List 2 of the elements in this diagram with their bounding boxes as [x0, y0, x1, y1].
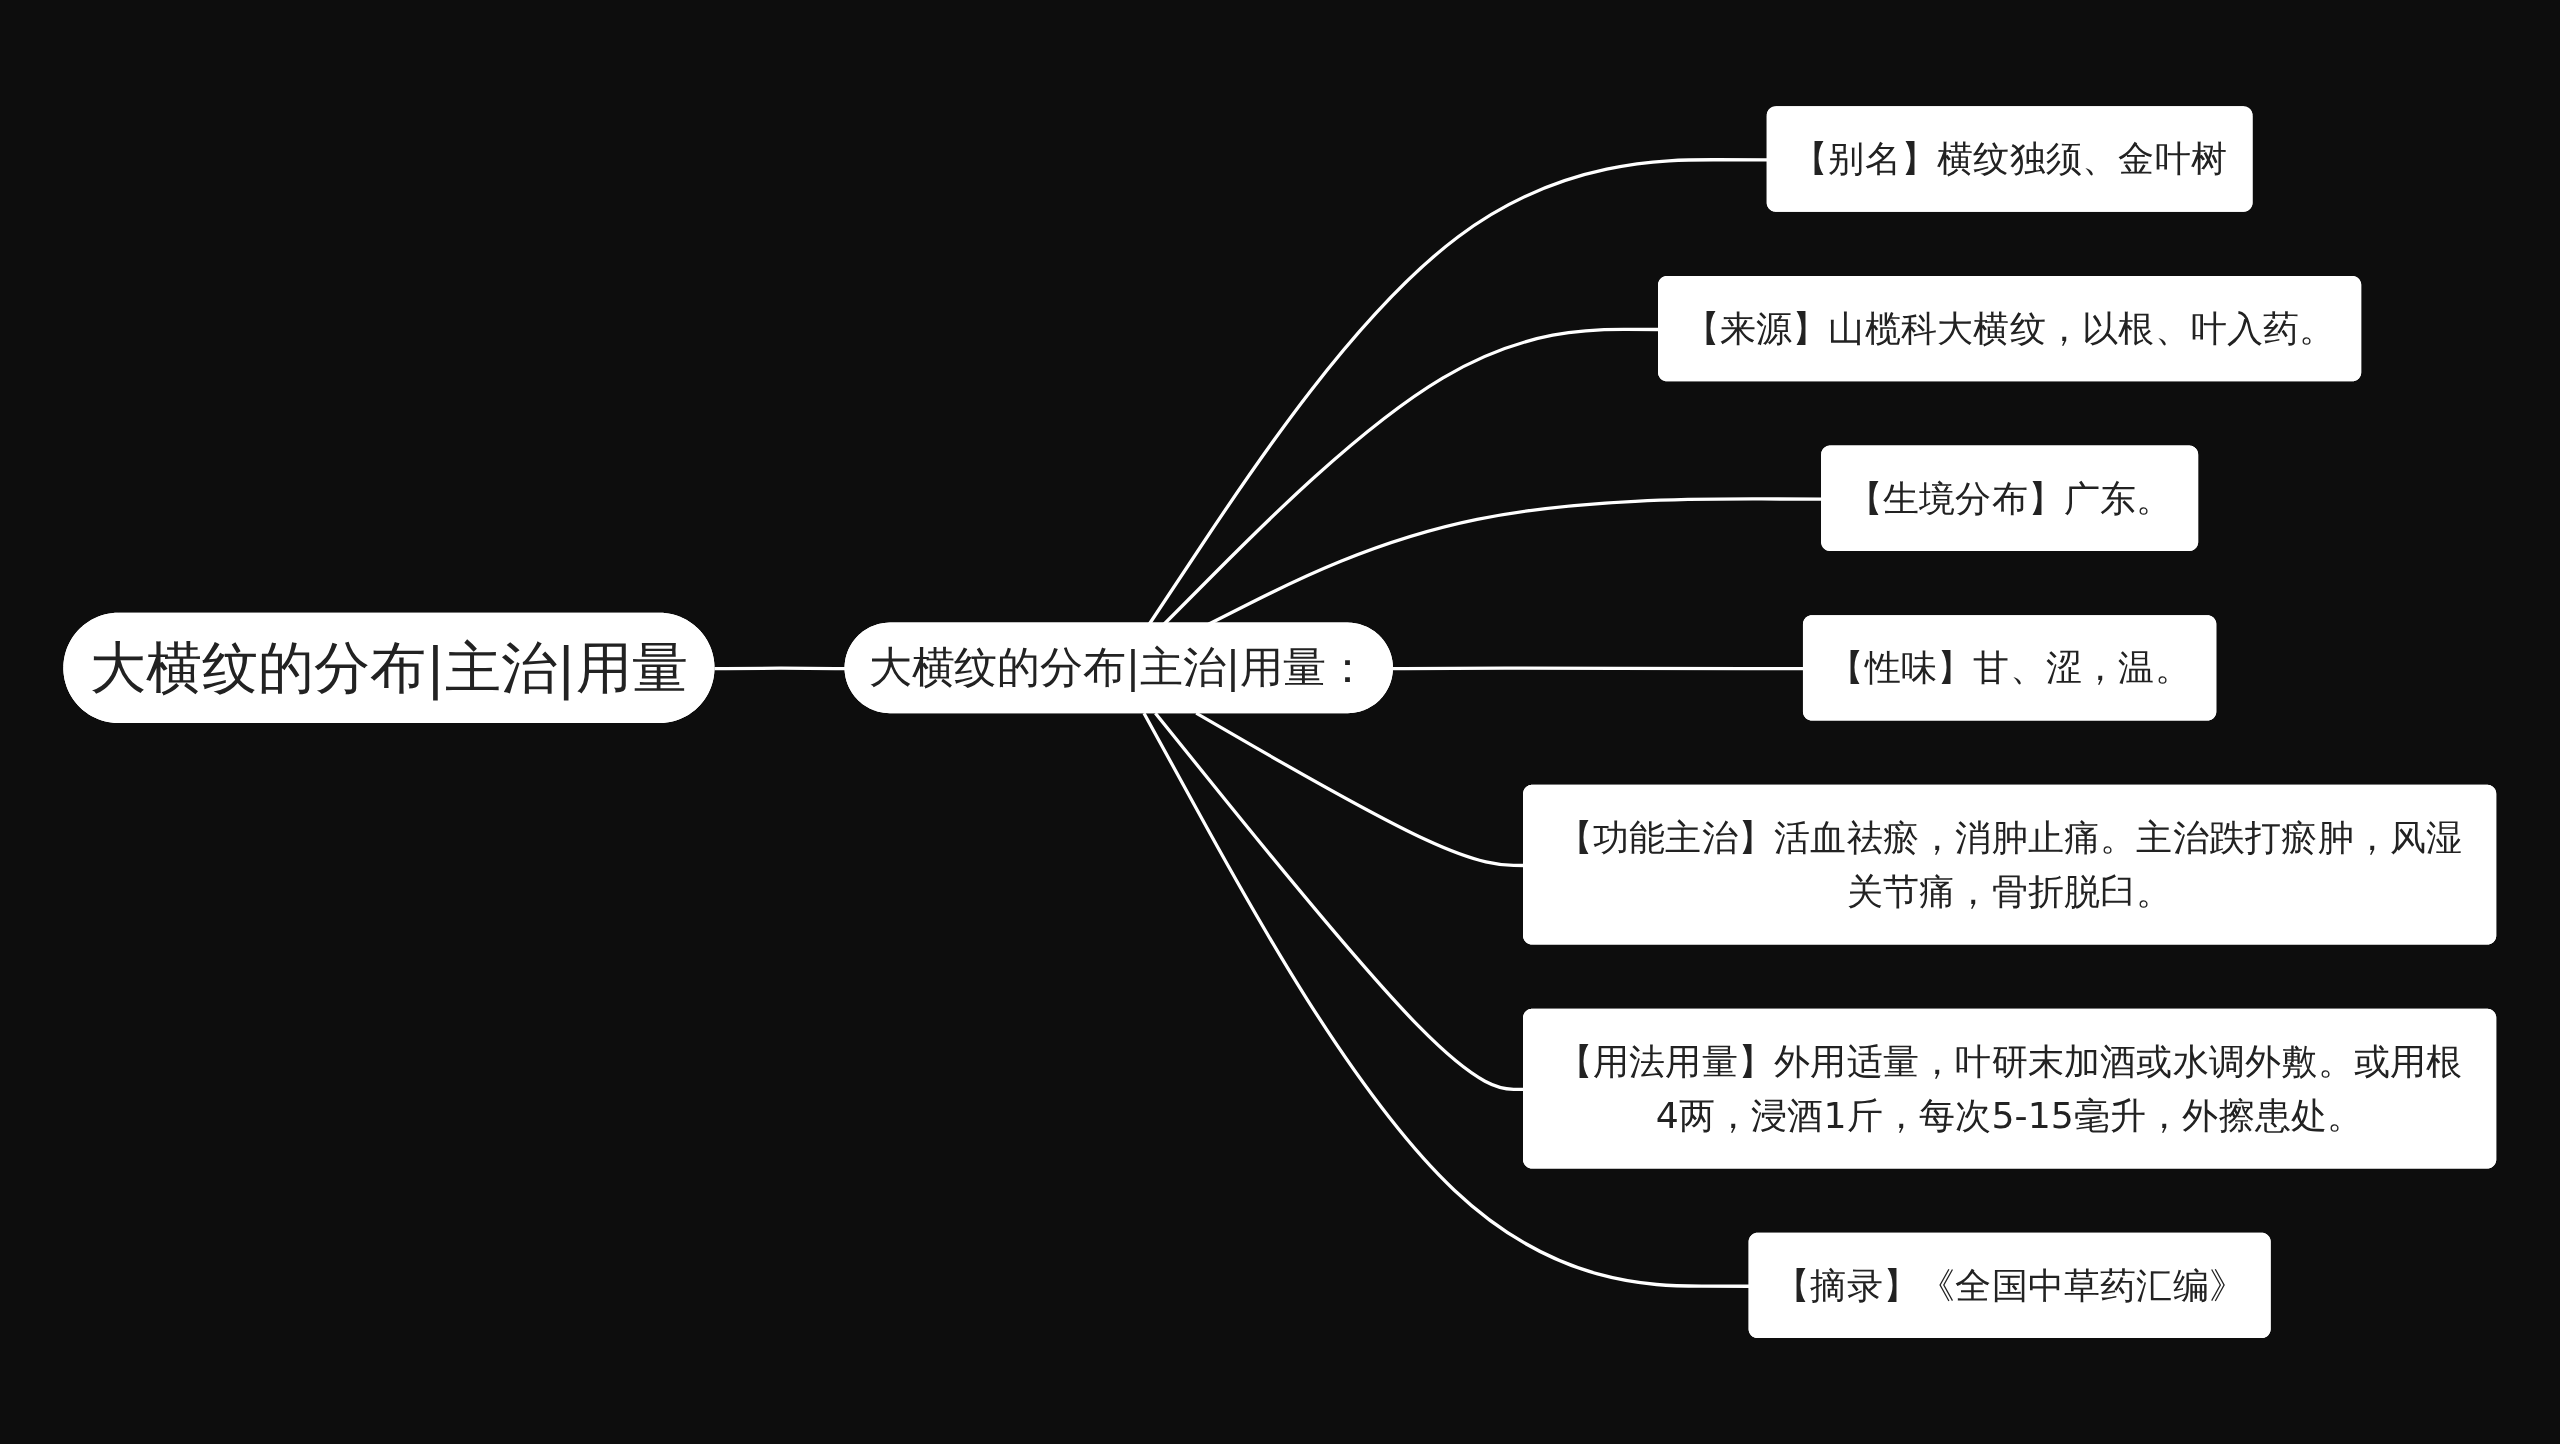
connector [1154, 711, 1525, 1091]
connector [1195, 711, 1525, 867]
